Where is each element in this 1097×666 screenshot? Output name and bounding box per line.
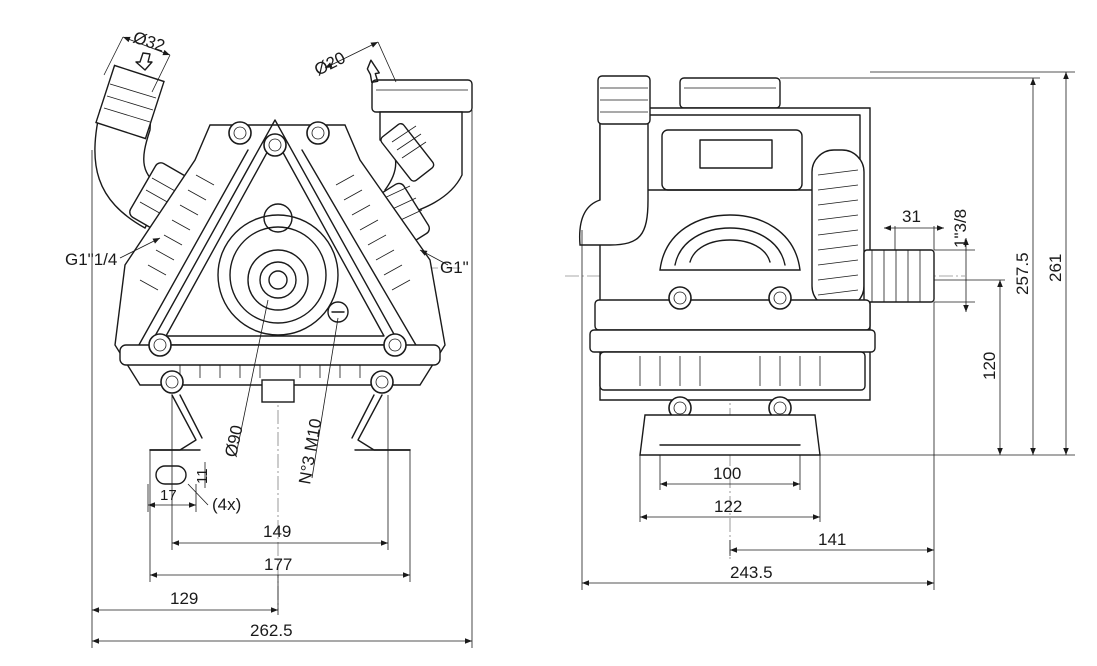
dim-base-outer: 122 [714, 497, 742, 516]
dim-mount-holes: N°3 M10 [295, 417, 325, 486]
side-view: 31 1"3/8 120 257.5 261 100 [565, 71, 1075, 590]
dim-slot-height: 11 [194, 468, 211, 484]
dim-total-depth: 243.5 [730, 563, 773, 582]
dim-outlet-diameter: Ø20 [311, 48, 348, 80]
side-dimensions: 31 1"3/8 120 257.5 261 100 [581, 71, 1075, 590]
dim-feet-inner: 149 [263, 522, 291, 541]
dim-shaft-height: 120 [980, 352, 999, 380]
dim-feet-outer: 177 [264, 555, 292, 574]
dim-slot-width: 17 [160, 487, 177, 504]
inlet-elbow [94, 64, 197, 236]
dim-outlet-thread: G1" [440, 258, 469, 277]
dim-total-height: 261 [1046, 254, 1065, 282]
dim-shaft-offset: 141 [818, 530, 846, 549]
dim-shaft-thread: 1"3/8 [951, 209, 970, 248]
pump-body [114, 119, 446, 403]
dim-height-to-cap: 257.5 [1013, 252, 1032, 295]
dim-inlet-thread: G1"1/4 [65, 250, 117, 269]
dim-slot-count: (4x) [212, 495, 241, 514]
mounting-feet [149, 394, 411, 485]
dim-inlet-diameter: Ø32 [131, 28, 167, 56]
front-view: Ø32 Ø20 G1"1/4 G1" Ø90 N°3 M10 11 [65, 28, 473, 648]
dim-base-inner: 100 [713, 464, 741, 483]
dim-shaft-length: 31 [902, 207, 921, 226]
dim-total-width: 262.5 [250, 621, 293, 640]
dim-shaft-diameter: Ø90 [221, 423, 246, 458]
dim-center-offset: 129 [170, 589, 198, 608]
